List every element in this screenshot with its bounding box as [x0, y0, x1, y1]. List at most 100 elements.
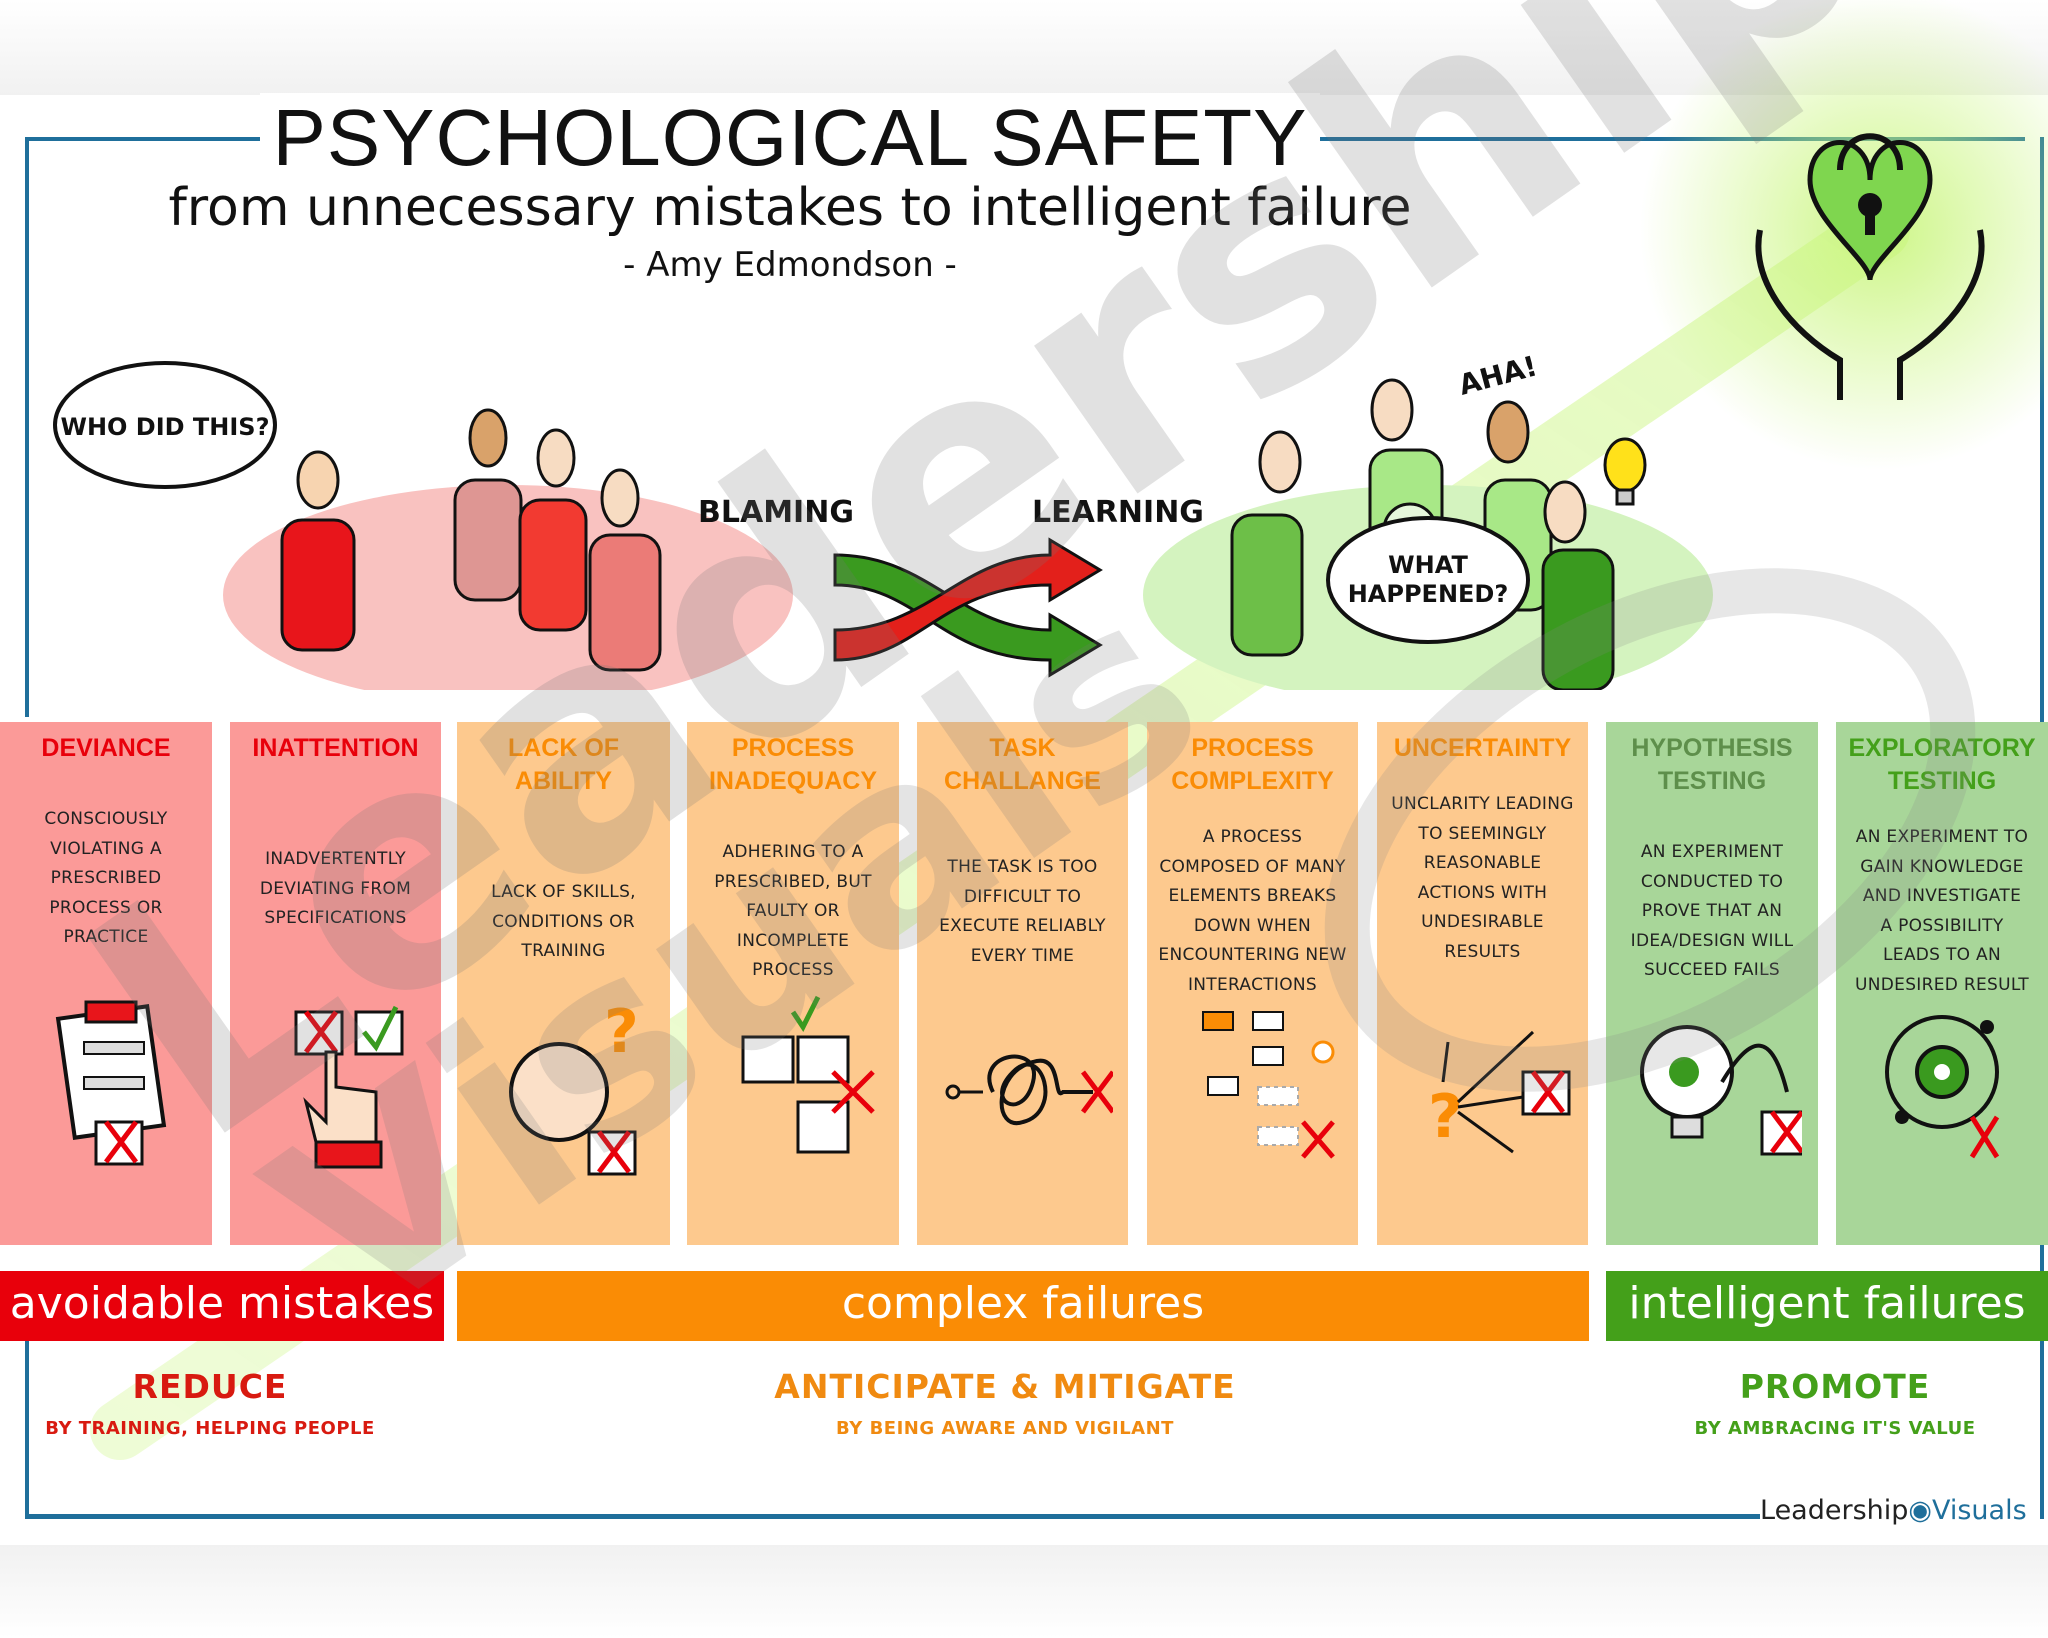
flowchart-icon	[1201, 1011, 1335, 1159]
lightbulb-idea-icon	[1603, 437, 1647, 506]
description-line: INTERACTIONS	[1187, 974, 1318, 995]
description-line: COMPOSED OF MANY	[1159, 856, 1346, 877]
aha-exclamation: AHA!	[1455, 349, 1540, 401]
column-process-inadequacy: PROCESS INADEQUACY ADHERING TO A PRESCRIBED…	[687, 722, 899, 1245]
description-line: LEADS TO AN	[1883, 945, 2001, 965]
diverging-arrows-icon: ?	[1428, 1030, 1570, 1154]
description-line: DIFFICULT TO	[963, 886, 1082, 907]
description-line: AND INVESTIGATE	[1862, 886, 2022, 906]
column-title: INATTENTION	[230, 732, 441, 765]
description-line: UNDESIRABLE	[1421, 912, 1544, 932]
description-line: PRESCRIBED	[50, 868, 162, 888]
description-line: ELEMENTS BREAKS	[1168, 886, 1337, 906]
speech-bubble-blame	[53, 361, 277, 489]
description-line: DOWN WHEN	[1193, 915, 1312, 936]
column-deviance: DEVIANCE CONSCIOUSLY VIOLATING A PRESCRIBED…	[0, 722, 212, 1245]
description-line: GAIN KNOWLEDGE	[1860, 856, 2024, 877]
action-subtitle: BY BEING AWARE AND VIGILANT	[836, 1418, 1174, 1439]
description-line: DEVIATING FROM	[259, 878, 412, 899]
frame-bottom	[25, 1514, 1760, 1519]
torn-clipboard-icon	[55, 1000, 167, 1166]
description-line: CONDUCTED TO	[1640, 871, 1784, 892]
band-label: complex failures	[841, 1278, 1205, 1329]
description-line: SUCCEED FAILS	[1644, 960, 1780, 980]
description-line: EXECUTE RELIABLY	[939, 916, 1106, 936]
action-orange: ANTICIPATE & MITIGATE BY BEING AWARE AND …	[700, 1367, 1310, 1439]
band-label: avoidable mistakes	[9, 1278, 435, 1329]
action-title: PROMOTE	[1739, 1367, 1931, 1406]
description-line: INADVERTENTLY	[265, 849, 406, 869]
column-title-line: TASK	[989, 734, 1056, 762]
column-description: CONSCIOUSLY VIOLATING A PRESCRIBED PROCESS …	[4, 805, 208, 953]
learning-label: LEARNING	[1032, 495, 1204, 530]
column-title: HYPOTHESIS TESTING	[1606, 732, 1818, 798]
description-line: REASONABLE	[1423, 853, 1542, 873]
band-red: avoidable mistakes	[0, 1271, 444, 1341]
description-line: IDEA/DESIGN WILL	[1630, 930, 1794, 951]
column-description: ADHERING TO A PRESCRIBED, BUT FAULTY OR INC…	[691, 838, 895, 986]
action-title: REDUCE	[132, 1367, 288, 1406]
column-title-line: PROCESS	[1191, 734, 1314, 762]
column-title-line: HYPOTHESIS	[1631, 734, 1793, 762]
column-title-line: EXPLORATORY	[1848, 734, 2036, 762]
column-title-line: UNCERTAINTY	[1393, 734, 1572, 762]
action-green: PROMOTE BY AMBRACING IT'S VALUE	[1660, 1367, 2010, 1439]
hand-checkbox-icon	[294, 1005, 403, 1169]
page-title: PSYCHOLOGICAL SAFETY	[0, 92, 1580, 184]
subtitle: from unnecessary mistakes to intelligent…	[168, 178, 1412, 238]
column-hypothesis-testing: HYPOTHESIS TESTING AN EXPERIMENT CONDUCTED …	[1606, 722, 1818, 1245]
description-line: AN EXPERIMENT	[1640, 842, 1784, 862]
frame-left-lower	[25, 1341, 29, 1518]
logo-part2: Visuals	[1931, 1495, 2027, 1526]
description-line: PROCESS OR	[49, 897, 163, 918]
column-description: AN EXPERIMENT CONDUCTED TO PROVE THAT AN ID…	[1610, 838, 1814, 986]
blame-to-learn-arrows-icon	[833, 537, 1103, 678]
description-line: TRAINING	[521, 941, 606, 961]
description-line: ADHERING TO A	[722, 842, 864, 862]
description-line: A POSSIBILITY	[1880, 915, 2004, 936]
column-title: DEVIANCE	[0, 732, 212, 765]
column-title-line: INADEQUACY	[708, 767, 878, 795]
column-title-line: ABILITY	[514, 767, 613, 795]
column-title-line: TESTING	[1657, 767, 1767, 795]
column-title-line: INATTENTION	[252, 734, 419, 762]
author: - Amy Edmondson -	[623, 245, 957, 285]
svg-text:?: ?	[1428, 1082, 1463, 1152]
gear-cycle-icon	[1885, 1015, 2000, 1159]
description-line: TO SEEMINGLY	[1418, 823, 1547, 844]
speech-blame-text: WHO DID THIS?	[60, 413, 269, 441]
description-line: PRESCRIBED, BUT	[714, 871, 872, 892]
tangle-icon	[945, 1054, 1113, 1126]
blaming-people	[280, 408, 662, 672]
speech-learn-line1: WHAT	[1388, 551, 1468, 579]
lightbulb-icon	[1640, 1025, 1802, 1156]
column-title-line: CHALLANGE	[944, 767, 1101, 795]
description-line: PROCESS	[752, 960, 834, 980]
description-line: CONSCIOUSLY	[44, 809, 168, 829]
description-line: VIOLATING A	[50, 838, 162, 859]
speech-learn-line2: HAPPENED?	[1348, 580, 1509, 608]
description-line: LACK OF SKILLS,	[491, 882, 636, 902]
description-line: FAULTY OR	[746, 901, 840, 921]
description-line: RESULTS	[1444, 941, 1521, 962]
description-line: PROVE THAT AN	[1641, 901, 1783, 921]
column-description: INADVERTENTLY DEVIATING FROM SPECIFICATION…	[234, 845, 437, 934]
action-subtitle: BY AMBRACING IT'S VALUE	[1694, 1418, 1976, 1439]
description-line: INCOMPLETE	[736, 930, 850, 951]
leadership-visuals-logo: Leadership◉Visuals	[1760, 1495, 2027, 1526]
bottom-background	[0, 1545, 2048, 1638]
description-line: SPECIFICATIONS	[264, 908, 407, 928]
action-title: ANTICIPATE & MITIGATE	[774, 1367, 1236, 1406]
